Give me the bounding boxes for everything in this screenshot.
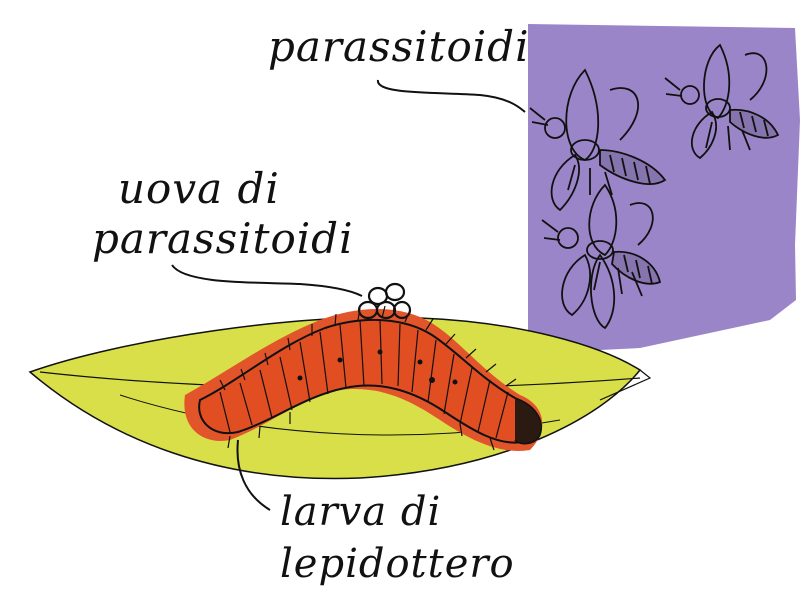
larva-label-line2: lepidottero xyxy=(280,544,515,584)
eggs-leader xyxy=(172,265,362,296)
parasitoids-leader xyxy=(378,80,525,112)
larva-label-line1: larva di xyxy=(280,492,441,532)
eggs-label-line1: uova di xyxy=(118,168,280,210)
eggs-label-line2: parassitoidi xyxy=(92,218,354,260)
parasitoids-label: parassitoidi xyxy=(268,26,530,68)
